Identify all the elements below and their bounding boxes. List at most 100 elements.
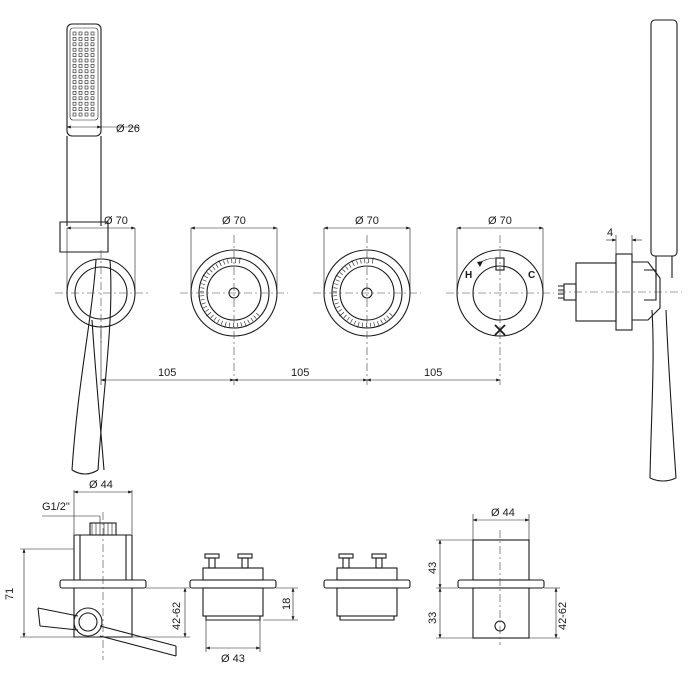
scale-tick xyxy=(223,260,226,265)
nozzle xyxy=(72,37,77,41)
dim-valve-diameter: Ø 43 xyxy=(221,653,245,665)
nozzle xyxy=(90,42,95,47)
scale-tick xyxy=(238,257,241,264)
nozzle xyxy=(84,74,89,79)
scale-tick xyxy=(351,260,355,266)
nozzle xyxy=(90,37,95,41)
scale-tick xyxy=(342,269,346,273)
nozzle xyxy=(90,74,95,79)
scale-tick xyxy=(205,309,210,312)
scale-tick xyxy=(360,259,362,264)
nozzle xyxy=(84,31,89,36)
hand-shower-holder-front-view: Ø 26 Ø 70 xyxy=(55,23,150,475)
scale-tick xyxy=(202,274,209,279)
dim-spacing-1: 105 xyxy=(158,367,176,379)
nozzle xyxy=(90,47,95,52)
nozzle xyxy=(78,31,83,36)
scale-tick xyxy=(200,287,205,289)
nozzle xyxy=(72,58,77,63)
nozzle xyxy=(90,53,95,57)
scale-tick xyxy=(339,312,345,317)
scale-tick xyxy=(256,312,260,316)
nozzle xyxy=(84,69,89,74)
scale-tick xyxy=(334,302,339,305)
valve-1-side-view: 18 Ø 43 xyxy=(189,553,298,665)
scale-tick xyxy=(250,317,254,322)
scale-tick xyxy=(201,302,206,305)
dim-knob-3-diameter: Ø 70 xyxy=(355,215,379,227)
scale-tick xyxy=(212,266,216,270)
nozzle xyxy=(78,85,83,90)
scale-tick xyxy=(209,269,213,273)
scale-tick xyxy=(203,305,208,309)
scale-tick xyxy=(206,312,212,317)
scale-tick xyxy=(213,317,217,321)
nozzle xyxy=(78,58,83,63)
hand-shower-side-view: 4 xyxy=(558,19,682,482)
nozzle xyxy=(90,69,95,74)
dim-holder-diameter: Ø 44 xyxy=(89,479,113,491)
scale-ticks xyxy=(198,257,260,328)
scale-tick xyxy=(243,321,247,327)
dim-knob-1-diameter: Ø 70 xyxy=(104,215,128,227)
nozzle xyxy=(72,64,77,68)
nozzle xyxy=(90,31,95,36)
nozzle xyxy=(72,69,77,74)
scale-tick xyxy=(202,279,207,282)
scale-tick xyxy=(383,317,387,322)
dim-knob-depth: 42-62 xyxy=(557,602,569,630)
nozzle xyxy=(84,64,89,68)
scale-tick xyxy=(201,283,206,286)
scale-tick xyxy=(338,309,343,312)
nozzle xyxy=(84,53,89,57)
scale-tick xyxy=(210,314,214,319)
scale-tick xyxy=(345,266,349,270)
scale-tick xyxy=(218,260,222,266)
scale-tick xyxy=(220,320,224,325)
nozzle xyxy=(72,91,77,95)
nozzle xyxy=(90,91,95,95)
nozzle xyxy=(78,69,83,74)
dim-knob-4-diameter: Ø 70 xyxy=(488,215,512,227)
nozzle xyxy=(72,112,77,117)
scale-tick xyxy=(247,319,250,324)
scale-tick xyxy=(333,298,338,301)
nozzle xyxy=(78,80,83,84)
nozzle xyxy=(84,85,89,90)
dim-thread: G1/2" xyxy=(42,501,70,513)
scale-tick xyxy=(336,305,341,309)
scale-tick xyxy=(353,320,357,325)
nozzle xyxy=(78,96,83,101)
scale-tick xyxy=(200,298,205,301)
dim-spacing-2: 105 xyxy=(291,367,309,379)
scale-tick xyxy=(335,274,342,279)
nozzle xyxy=(84,37,89,41)
nozzle xyxy=(90,101,95,106)
dim-hand-shower-diameter: Ø 26 xyxy=(116,123,140,135)
nozzle xyxy=(84,80,89,84)
scale-tick xyxy=(389,312,393,316)
valve-2-pins xyxy=(338,553,387,569)
scale-tick xyxy=(380,319,383,324)
dim-holder-depth: 42-62 xyxy=(171,602,183,630)
nozzle xyxy=(84,42,89,47)
scale-tick xyxy=(334,283,339,286)
diverter-knob-2-front-view: Ø 70 xyxy=(313,215,421,385)
scale-tick xyxy=(371,257,374,264)
scale-tick xyxy=(227,259,229,264)
hand-shower-head xyxy=(66,23,102,137)
nozzle xyxy=(84,58,89,63)
scale-tick xyxy=(361,322,364,327)
dim-wall-gap: 4 xyxy=(607,227,613,239)
nozzle xyxy=(84,107,89,111)
scale-tick xyxy=(253,315,257,319)
scale-tick xyxy=(331,295,338,297)
nozzle xyxy=(78,107,83,111)
scale-tick xyxy=(240,322,242,327)
nozzle xyxy=(84,101,89,106)
scale-tick xyxy=(357,321,360,328)
nozzle xyxy=(72,42,77,47)
nozzle xyxy=(72,74,77,79)
diverter-knob-1-front-view: Ø 70 xyxy=(180,215,288,385)
